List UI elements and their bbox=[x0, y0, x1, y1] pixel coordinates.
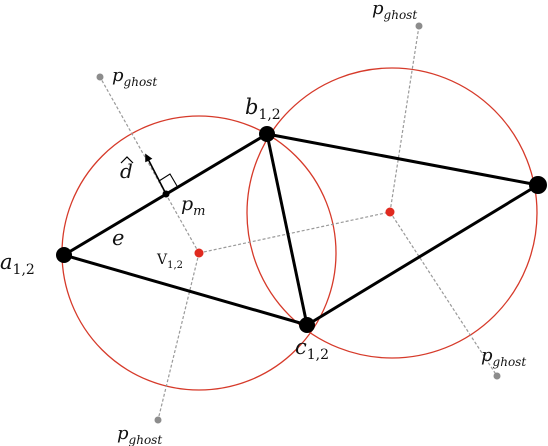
vertex-c bbox=[299, 317, 315, 333]
label-ghost-upper-left: pghost bbox=[112, 65, 157, 89]
edge-b-right bbox=[265, 132, 540, 187]
circumcenter-right bbox=[385, 207, 395, 217]
label-pm: pm bbox=[181, 193, 206, 219]
label-b: b1,2 bbox=[245, 95, 281, 123]
circumcenter-left bbox=[194, 248, 204, 258]
right-angle-marker bbox=[158, 173, 178, 187]
vertex-b bbox=[259, 126, 275, 142]
ghost-point-bottom-right bbox=[493, 372, 501, 380]
ghost-line-upper-left bbox=[99, 76, 200, 254]
normal-vector-arrow bbox=[145, 153, 167, 195]
edge-a-c bbox=[62, 253, 309, 327]
label-v: V1,2 bbox=[156, 252, 183, 271]
circumcircle-right bbox=[246, 67, 538, 359]
dashed-lines bbox=[99, 25, 498, 421]
vertex-a bbox=[56, 247, 72, 263]
ghost-point-upper-left bbox=[96, 73, 104, 81]
hat-accent bbox=[120, 156, 134, 164]
midpoint-pm bbox=[162, 190, 170, 198]
ghost-point-top bbox=[415, 22, 423, 30]
edge-b-c bbox=[265, 132, 309, 327]
label-ghost-bottom-right: pghost bbox=[481, 345, 526, 369]
ghost-line-top bbox=[389, 25, 420, 213]
label-e: e bbox=[112, 226, 124, 250]
label-d-hat: d bbox=[120, 159, 133, 183]
ghost-line-bottom-right bbox=[389, 211, 498, 377]
label-ghost-bottom-left: pghost bbox=[117, 423, 162, 446]
triangle-edges bbox=[62, 132, 540, 327]
label-a: a1,2 bbox=[0, 250, 35, 278]
ghost-point-bottom-left bbox=[154, 416, 162, 424]
edge-c-right bbox=[305, 183, 540, 327]
label-c: c1,2 bbox=[295, 335, 329, 363]
label-ghost-top: pghost bbox=[372, 0, 417, 22]
voronoi-edge bbox=[198, 211, 391, 254]
ghost-line-bottom-left bbox=[157, 252, 200, 421]
vertex-right bbox=[529, 176, 547, 194]
